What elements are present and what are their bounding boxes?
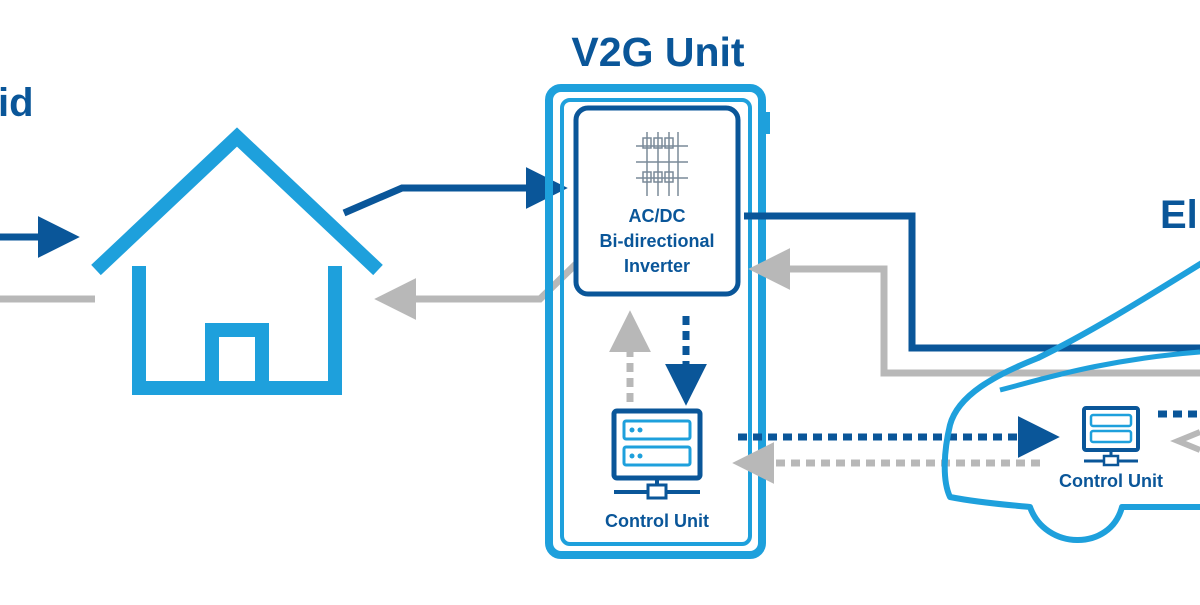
v2g-unit-housing-inner	[560, 98, 752, 546]
control-unit-v2g-label: Control Unit	[605, 511, 709, 531]
inverter-circuit-icon	[636, 132, 688, 196]
ev-to-inverter-arrow	[748, 248, 1200, 377]
house-icon	[91, 127, 383, 395]
inverter-to-house-arrow	[374, 259, 581, 320]
inverter-label-line1: AC/DC	[629, 206, 686, 226]
car-outline-icon	[941, 260, 1200, 543]
control-unit-ev-label: Control Unit	[1059, 471, 1163, 491]
ev-control-dashed-stub-gray	[1170, 429, 1200, 453]
inverter-label-line2: Bi-directional	[599, 231, 714, 251]
car-inner-line	[999, 349, 1200, 393]
v2g-unit-housing	[545, 84, 766, 559]
v2g-unit-side-tab	[762, 112, 770, 134]
ev-label: El	[1160, 193, 1198, 237]
server-computer-icon	[611, 408, 703, 500]
inverter-box	[573, 105, 741, 297]
v2g-unit-title: V2G Unit	[571, 29, 744, 75]
house-to-inverter-arrow	[342, 167, 568, 217]
inverter-label-line3: Inverter	[624, 256, 690, 276]
grid-label: id	[0, 81, 34, 125]
ev-control-unit-icon	[1082, 406, 1140, 467]
inverter-to-ev-line	[744, 212, 1200, 352]
